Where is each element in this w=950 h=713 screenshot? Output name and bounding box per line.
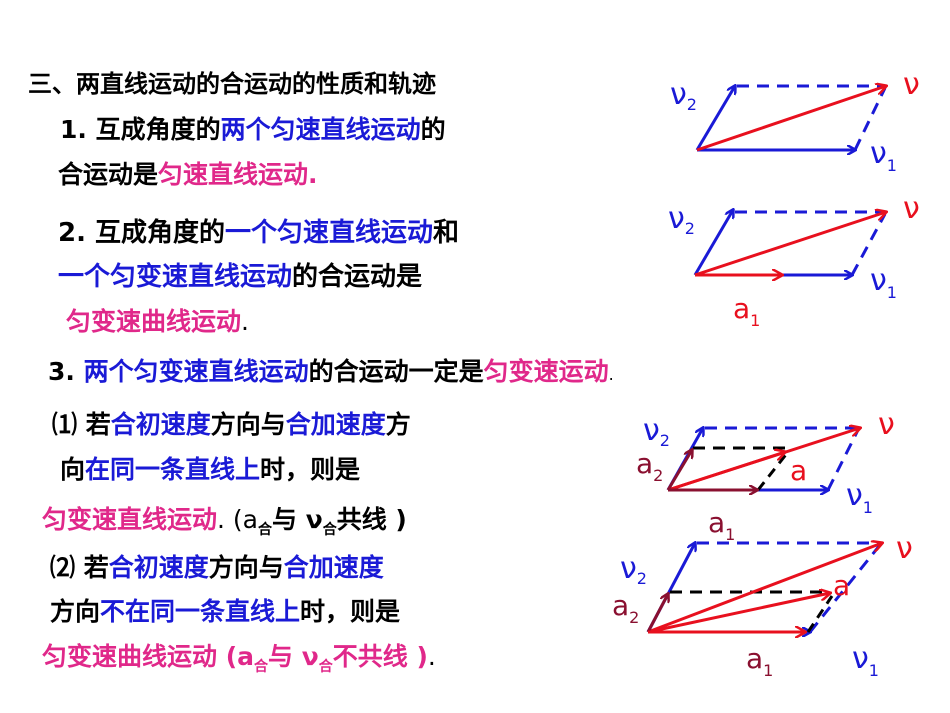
a2-vector (646, 594, 668, 633)
case1-text: 向 (60, 455, 86, 484)
label-v: ν (896, 531, 913, 566)
item2-line1: 2. 互成角度的一个匀速直线运动和 (58, 212, 459, 249)
label-v1: ν1 (852, 641, 879, 680)
label-a1: a1 (708, 506, 735, 544)
a2-vector (666, 450, 692, 491)
case2-text: 方向与 (208, 553, 284, 582)
case1-text: 方 (385, 410, 411, 439)
a-resultant-vector (667, 452, 785, 492)
label-a: a (833, 569, 850, 602)
case1-conclusion: 匀变速直线运动 (42, 505, 218, 534)
label-v: ν (903, 191, 920, 226)
case2-conclusion: 与 ν (268, 642, 319, 671)
label-v2: ν2 (643, 413, 670, 450)
label-v2: ν2 (668, 201, 695, 238)
item3-text: . (608, 365, 614, 384)
item2-text: 的合运动是 (292, 262, 423, 292)
item3-line: 3. 两个匀变速直线运动的合运动一定是匀变速运动. (48, 352, 614, 388)
case2-subscript: 合 (254, 659, 269, 675)
case1-text: 与 ν (271, 505, 323, 534)
case1-highlight: 合初速度 (110, 410, 211, 439)
case1-line1: ⑴ 若合初速度方向与合加速度方 (52, 405, 411, 441)
a-resultant-vector (647, 593, 830, 634)
item2-text: 和 (433, 218, 460, 248)
label-a: a (790, 454, 807, 487)
case1-text: 时，则是 (260, 455, 361, 484)
case1-text: 方向与 (210, 410, 286, 439)
dashed-line (826, 429, 860, 491)
diagram-1: ν2 ν ν1 (670, 67, 920, 175)
item1-text: . (308, 160, 318, 189)
case2-text: 方向 (50, 597, 101, 626)
case1-text: ⑴ 若 (52, 410, 111, 439)
heading-text: 三、两直线运动的合运动的性质和轨迹 (28, 70, 436, 98)
case2-conclusion: 匀变速曲线运动 (a (42, 642, 255, 671)
item3-highlight: 两个匀变速直线运动 (83, 357, 309, 386)
case1-line2: 向在同一条直线上时，则是 (60, 450, 360, 486)
label-v2: ν2 (620, 551, 647, 588)
item3-text: 的合运动一定是 (308, 357, 484, 386)
label-v1: ν1 (870, 263, 897, 302)
label-v2: ν2 (670, 77, 697, 114)
v-resultant-vector (694, 212, 886, 277)
dashed-line (756, 451, 790, 491)
item1-text: 合运动是 (58, 160, 159, 189)
case1-text: 共线 ) (336, 505, 407, 534)
item1-text: 的 (420, 115, 446, 144)
item1-line1: 1. 互成角度的两个匀速直线运动的 (60, 110, 446, 146)
item1-line2: 合运动是匀速直线运动. (58, 155, 318, 191)
case1-highlight: 合加速度 (285, 410, 386, 439)
case1-highlight: 在同一条直线上 (85, 455, 261, 484)
diagram-4: ν2 ν a2 a a1 ν1 (612, 531, 913, 680)
case1-subscript: 合 (257, 522, 272, 538)
case2-text: 时，则是 (300, 597, 401, 626)
dashed-line (850, 213, 887, 276)
item1-highlight: 两个匀速直线运动 (220, 115, 421, 144)
item2-line3: 匀变速曲线运动. (66, 302, 249, 338)
case2-line1: ⑵ 若合初速度方向与合加速度 (50, 548, 384, 584)
diagram-3: ν2 ν a2 a ν1 a1 (636, 407, 895, 544)
item2-conclusion: 匀变速曲线运动 (66, 307, 242, 336)
label-v: ν (903, 67, 920, 102)
v-resultant-vector (647, 543, 882, 634)
diagram-2: ν2 ν ν1 a1 (668, 191, 920, 330)
case2-subscript: 合 (318, 659, 333, 675)
case1-subscript: 合 (322, 522, 337, 538)
item3-conclusion: 匀变速运动 (483, 357, 609, 386)
case2-line2: 方向不在同一条直线上时，则是 (50, 592, 400, 628)
case2-line3: 匀变速曲线运动 (a合与 ν合不共线 ). (42, 637, 436, 676)
case2-text: ⑵ 若 (50, 553, 109, 582)
label-a1: a1 (733, 292, 760, 330)
item2-text: 2. 互成角度的 (58, 218, 226, 248)
dashed-line (853, 87, 887, 151)
label-a2: a2 (636, 447, 663, 485)
item2-highlight: 一个匀速直线运动 (225, 218, 434, 248)
item2-line2: 一个匀变速直线运动的合运动是 (58, 256, 422, 293)
case1-text: . (a (217, 505, 258, 534)
case2-highlight: 合加速度 (283, 553, 384, 582)
item2-highlight: 一个匀变速直线运动 (58, 262, 293, 292)
label-v1: ν1 (870, 136, 897, 175)
section-heading: 三、两直线运动的合运动的性质和轨迹 (28, 64, 436, 99)
label-a2: a2 (612, 589, 639, 627)
label-a1: a1 (746, 642, 773, 680)
dashed-line (806, 595, 834, 633)
v2-vector (695, 86, 735, 151)
item2-text: . (241, 307, 249, 336)
label-v: ν (878, 407, 895, 442)
item3-text: 3. (48, 357, 84, 386)
item1-text: 1. 互成角度的 (60, 115, 221, 144)
item1-conclusion: 匀速直线运动 (158, 160, 309, 189)
v2-vector (693, 210, 733, 276)
case2-highlight: 不在同一条直线上 (100, 597, 301, 626)
case2-text: . (427, 642, 436, 671)
case2-conclusion: 不共线 ) (332, 642, 428, 671)
case2-highlight: 合初速度 (108, 553, 209, 582)
label-v1: ν1 (846, 478, 873, 517)
case1-line3: 匀变速直线运动. (a合与 ν合共线 ) (42, 500, 407, 539)
v-resultant-vector (696, 86, 886, 152)
